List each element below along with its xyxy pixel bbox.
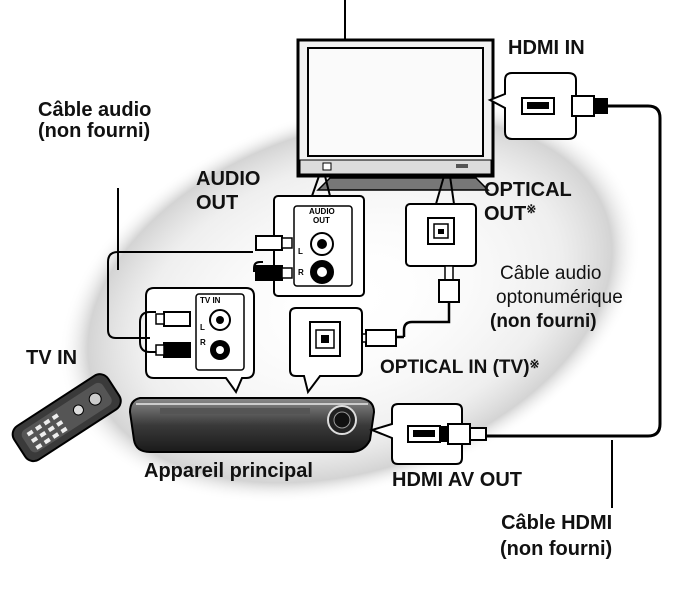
unit-optical-in-callout [289, 307, 363, 395]
tv-hdmi-in-label: HDMI IN [508, 37, 585, 59]
tv-in-label: TV IN [26, 347, 78, 369]
main-unit-illustration [128, 397, 376, 453]
audio-cable [107, 188, 293, 358]
unit-hdmi-out-callout [368, 403, 487, 465]
hdmi-cable [486, 95, 662, 508]
optical-out-label: OPTICAL OUT※ [484, 179, 572, 225]
tv-optical-out-callout [405, 175, 477, 267]
panel-audio-out-label: AUDIO OUT [309, 207, 335, 225]
tv-audio-out-callout [273, 175, 365, 297]
panel-tv-in-label: TV IN [200, 296, 221, 305]
optical-cable-label: Câble audio optonumérique (non fourni) [490, 263, 623, 332]
main-unit-label: Appareil principal [144, 460, 313, 482]
panel-tv-in-r-label: R [200, 338, 206, 347]
panel-audio-l-label: L [298, 247, 303, 256]
panel-tv-in-l-label: L [200, 323, 205, 332]
optical-in-tv-label: OPTICAL IN (TV)※ [380, 357, 540, 378]
hdmi-av-out-label: HDMI AV OUT [392, 469, 522, 491]
remote-control-illustration [11, 373, 122, 463]
audio-cable-label: Câble audio (non fourni) [38, 99, 152, 142]
tv-hdmi-in-callout [487, 72, 577, 140]
tv-illustration [296, 38, 495, 191]
optical-cable [357, 265, 460, 347]
hdmi-cable-label: Câble HDMI (non fourni) [500, 512, 613, 560]
audio-out-label: AUDIO OUT [196, 168, 261, 214]
panel-audio-r-label: R [298, 268, 304, 277]
